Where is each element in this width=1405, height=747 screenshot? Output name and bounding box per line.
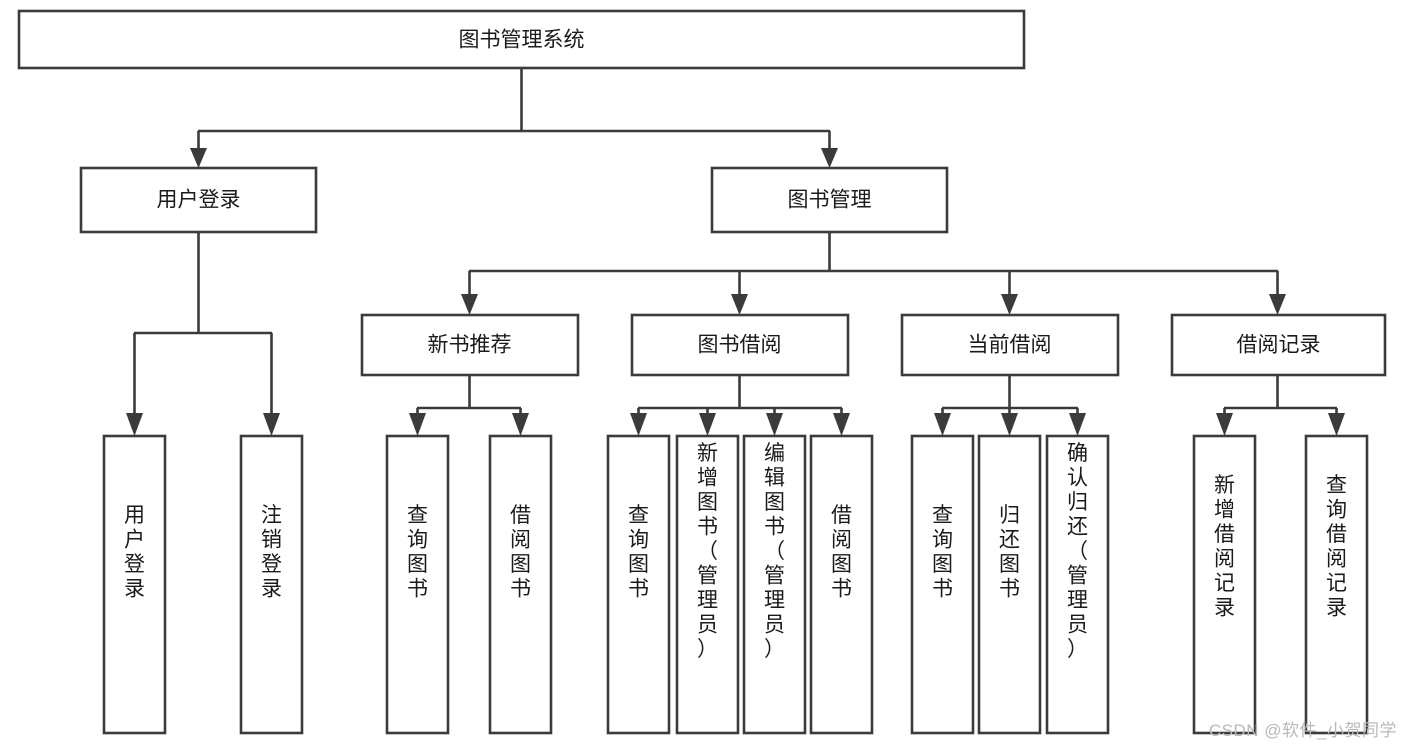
arrow-to-user-login bbox=[190, 148, 207, 168]
node-leaf-confirm-return-box[interactable] bbox=[1045, 434, 1110, 735]
node-leaf-borrow-book-2-box[interactable] bbox=[809, 434, 874, 735]
node-leaf-query-book-3-box[interactable] bbox=[910, 434, 975, 735]
arrow-to-leaf-add-record bbox=[1216, 413, 1233, 436]
node-leaf-add-book-box[interactable] bbox=[675, 434, 740, 735]
node-book-borrow[interactable]: 图书借阅 bbox=[630, 313, 850, 377]
node-new-book-recommend-box[interactable] bbox=[360, 313, 580, 377]
arrow-to-leaf-query-record bbox=[1328, 413, 1345, 436]
node-leaf-user-login-label: 用户登录 bbox=[124, 504, 145, 601]
node-current-borrow[interactable]: 当前借阅 bbox=[900, 313, 1120, 377]
node-new-book-recommend[interactable]: 新书推荐 bbox=[360, 313, 580, 377]
node-borrow-record-box[interactable] bbox=[1170, 313, 1387, 377]
node-book-management-label: 图书管理 bbox=[788, 189, 872, 212]
arrow-to-leaf-user-login bbox=[126, 413, 143, 436]
node-root-box[interactable] bbox=[17, 9, 1026, 70]
node-new-book-recommend-label: 新书推荐 bbox=[428, 334, 512, 357]
node-leaf-query-book-1[interactable]: 查询图书 bbox=[385, 434, 450, 735]
node-leaf-add-record[interactable]: 新增借阅记录 bbox=[1192, 434, 1257, 735]
arrow-to-new-book-recommend bbox=[461, 294, 478, 315]
node-leaf-borrow-book-2-label: 借阅图书 bbox=[831, 504, 852, 601]
arrow-to-book-borrow bbox=[731, 294, 748, 315]
node-leaf-borrow-book-1-box[interactable] bbox=[488, 434, 553, 735]
arrow-to-leaf-query-book-2 bbox=[630, 413, 647, 436]
arrow-to-leaf-query-book-3 bbox=[934, 413, 951, 436]
node-leaf-confirm-return[interactable]: 确认归还（管理员） bbox=[1045, 434, 1110, 735]
node-root-label: 图书管理系统 bbox=[459, 29, 585, 52]
node-leaf-query-book-2-label: 查询图书 bbox=[628, 504, 649, 601]
node-user-login-box[interactable] bbox=[79, 166, 318, 234]
node-leaf-confirm-return-label: 确认归还（管理员） bbox=[1067, 442, 1088, 661]
node-leaf-query-book-1-label: 查询图书 bbox=[407, 504, 428, 601]
node-leaf-query-book-2-box[interactable] bbox=[606, 434, 671, 735]
node-leaf-return-book[interactable]: 归还图书 bbox=[977, 434, 1042, 735]
node-leaf-return-book-box[interactable] bbox=[977, 434, 1042, 735]
arrow-to-leaf-confirm-return bbox=[1069, 413, 1086, 436]
node-leaf-logout-login-box[interactable] bbox=[239, 434, 304, 735]
arrow-to-leaf-return-book bbox=[1001, 413, 1018, 436]
node-book-borrow-label: 图书借阅 bbox=[698, 334, 782, 357]
node-leaf-edit-book-label: 编辑图书（管理员） bbox=[764, 442, 785, 661]
node-leaf-return-book-label: 归还图书 bbox=[999, 504, 1020, 601]
arrow-to-leaf-add-book bbox=[699, 413, 716, 436]
node-leaf-user-login-box[interactable] bbox=[102, 434, 167, 735]
arrow-to-borrow-record bbox=[1269, 294, 1286, 315]
node-leaf-query-book-2[interactable]: 查询图书 bbox=[606, 434, 671, 735]
node-book-management[interactable]: 图书管理 bbox=[710, 166, 949, 234]
node-leaf-add-record-box[interactable] bbox=[1192, 434, 1257, 735]
node-leaf-logout-login[interactable]: 注销登录 bbox=[239, 434, 304, 735]
node-leaf-add-record-label: 新增借阅记录 bbox=[1214, 474, 1235, 620]
node-leaf-query-record-label: 查询借阅记录 bbox=[1326, 474, 1347, 620]
node-leaf-borrow-book-1-label: 借阅图书 bbox=[510, 504, 531, 601]
node-leaf-query-book-1-box[interactable] bbox=[385, 434, 450, 735]
node-user-login[interactable]: 用户登录 bbox=[79, 166, 318, 234]
node-user-login-label: 用户登录 bbox=[157, 189, 241, 212]
node-leaf-borrow-book-2[interactable]: 借阅图书 bbox=[809, 434, 874, 735]
arrow-to-leaf-borrow-book-1 bbox=[512, 413, 529, 436]
node-leaf-edit-book[interactable]: 编辑图书（管理员） bbox=[742, 434, 807, 735]
node-root[interactable]: 图书管理系统 bbox=[17, 9, 1026, 70]
node-leaf-user-login[interactable]: 用户登录 bbox=[102, 434, 167, 735]
node-borrow-record-label: 借阅记录 bbox=[1237, 334, 1321, 357]
node-leaf-query-record-box[interactable] bbox=[1304, 434, 1369, 735]
arrow-to-leaf-edit-book bbox=[766, 413, 783, 436]
arrow-to-leaf-logout-login bbox=[263, 413, 280, 436]
node-leaf-add-book[interactable]: 新增图书（管理员） bbox=[675, 434, 740, 735]
edge-layer bbox=[126, 68, 1345, 436]
arrow-to-leaf-query-book-1 bbox=[409, 413, 426, 436]
node-current-borrow-label: 当前借阅 bbox=[968, 334, 1052, 357]
node-leaf-borrow-book-1[interactable]: 借阅图书 bbox=[488, 434, 553, 735]
node-leaf-logout-login-label: 注销登录 bbox=[261, 504, 282, 601]
node-leaf-query-book-3-label: 查询图书 bbox=[932, 504, 953, 601]
node-book-borrow-box[interactable] bbox=[630, 313, 850, 377]
node-borrow-record[interactable]: 借阅记录 bbox=[1170, 313, 1387, 377]
node-leaf-add-book-label: 新增图书（管理员） bbox=[697, 442, 718, 661]
node-leaf-edit-book-box[interactable] bbox=[742, 434, 807, 735]
arrow-to-leaf-borrow-book-2 bbox=[833, 413, 850, 436]
node-current-borrow-box[interactable] bbox=[900, 313, 1120, 377]
node-leaf-query-book-3[interactable]: 查询图书 bbox=[910, 434, 975, 735]
node-leaf-query-record[interactable]: 查询借阅记录 bbox=[1304, 434, 1369, 735]
arrow-to-book-management bbox=[821, 148, 838, 168]
arrow-to-current-borrow bbox=[1001, 294, 1018, 315]
node-book-management-box[interactable] bbox=[710, 166, 949, 234]
